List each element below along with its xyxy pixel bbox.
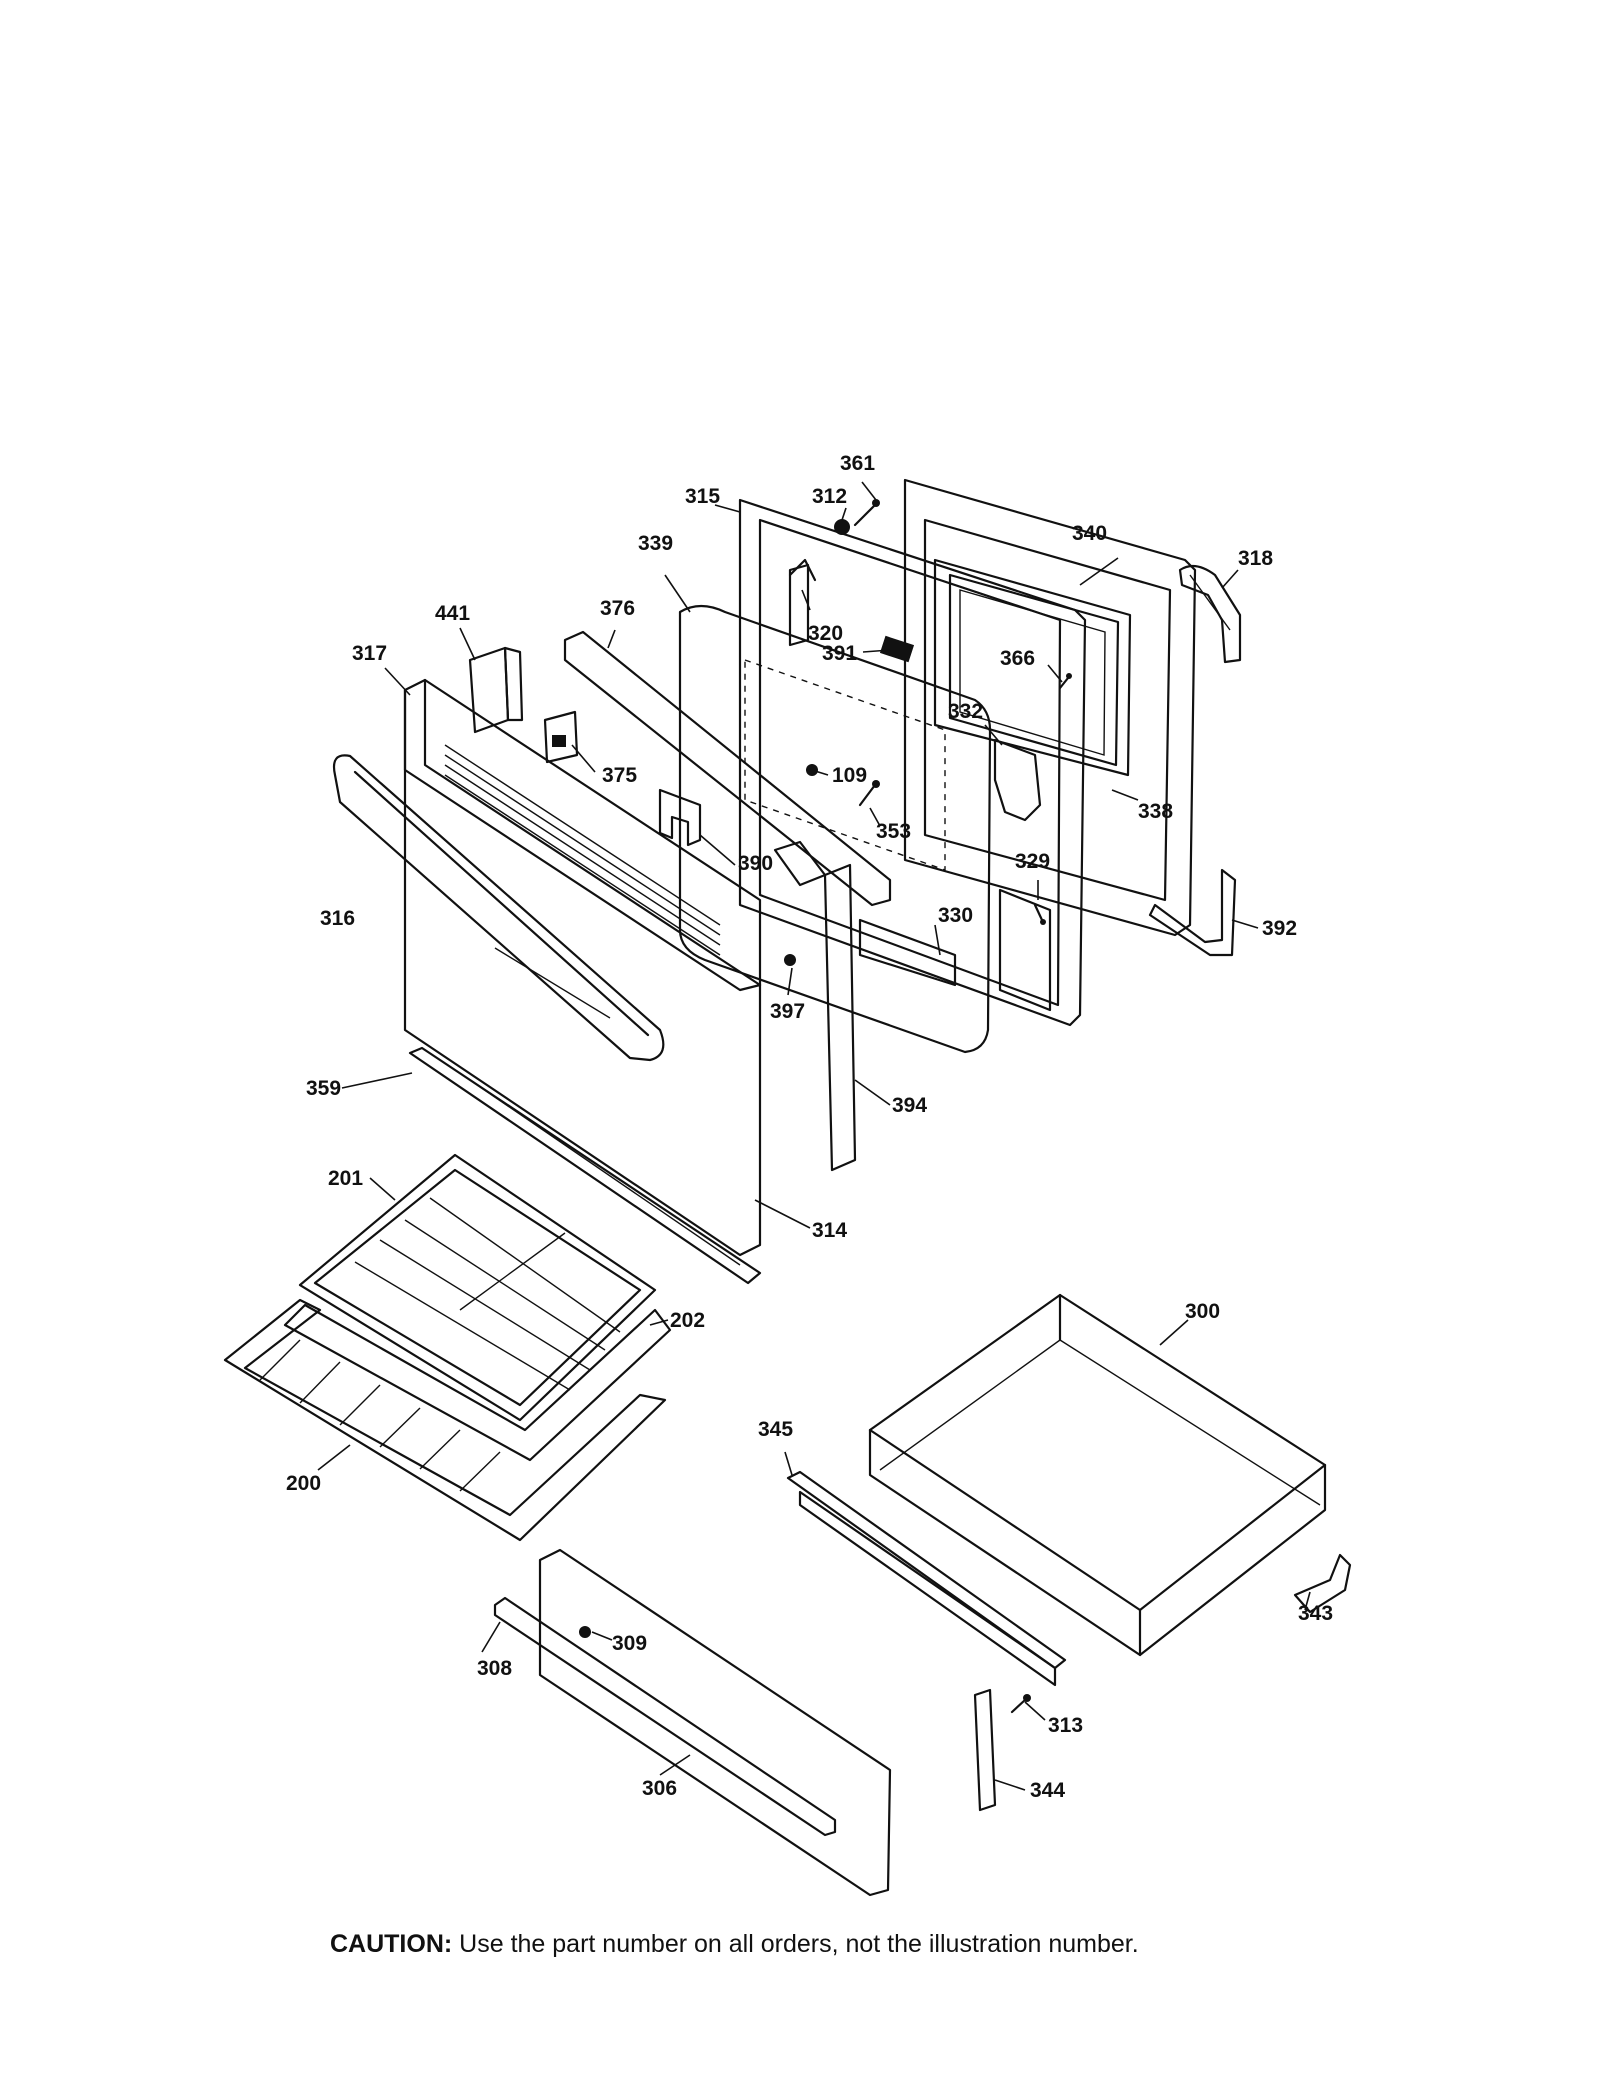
callout-391: 391 [822,642,857,665]
door-handle-316 [332,754,665,1062]
drawer-panel-306 [538,1548,892,1897]
drawer-rail-345 [786,1470,1067,1687]
callout-397: 397 [770,1000,805,1023]
callout-441: 441 [435,602,470,625]
callout-344: 344 [1030,1779,1065,1802]
callout-109: 109 [832,764,867,787]
callout-359: 359 [306,1077,341,1100]
callout-312: 312 [812,485,847,508]
gasket-318 [1178,564,1242,664]
callout-340: 340 [1072,522,1107,545]
callout-306: 306 [642,1777,677,1800]
latch-332 [993,738,1042,822]
callout-375: 375 [602,764,637,787]
hinge-bracket-441 [468,646,524,734]
callout-313: 313 [1048,1714,1083,1737]
callout-314: 314 [812,1219,847,1242]
callout-366: 366 [1000,647,1035,670]
caution-label: CAUTION: [330,1930,453,1958]
callout-201: 201 [328,1167,363,1190]
callout-338: 338 [1138,800,1173,823]
callout-330: 330 [938,904,973,927]
broiler-pan-202 [283,1303,672,1462]
callout-308: 308 [477,1657,512,1680]
drawer-trim-308 [493,1596,837,1837]
callout-320: 320 [808,622,843,645]
screw-309 [579,1626,591,1638]
callout-300: 300 [1185,1300,1220,1323]
screw-397 [784,954,796,966]
callout-376: 376 [600,597,635,620]
clip-390 [658,788,702,847]
callout-332: 332 [948,700,983,723]
bottom-trim-359 [408,1046,762,1285]
callout-315: 315 [685,485,720,508]
bracket-375 [543,710,579,764]
baffle-330 [858,918,957,987]
nut-312 [834,519,850,535]
gasket-392 [1148,868,1237,957]
clip-343 [1293,1553,1352,1614]
callout-390: 390 [738,852,773,875]
callout-200: 200 [286,1472,321,1495]
callout-329: 329 [1015,850,1050,873]
broiler-grid-201 [298,1153,657,1422]
insulation-339 [678,604,992,1054]
callout-361: 361 [840,452,875,475]
callout-317: 317 [352,642,387,665]
callout-labels: 361 315 312 340 339 318 441 376 320 317 … [286,452,1333,1802]
door-liner-315 [738,498,1087,1027]
oven-rack-200 [223,1298,667,1542]
fastener-109 [806,764,818,776]
door-trim-376 [563,630,892,907]
screw-361 [853,499,880,527]
vent-slots [444,744,721,956]
callout-316: 316 [320,907,355,930]
screw-353 [858,780,880,807]
callout-345: 345 [758,1418,793,1441]
screw-313 [1010,1694,1031,1714]
fastener-320 [788,558,817,582]
rail-stop-344 [973,1688,997,1812]
outer-door-317 [403,678,762,1257]
callout-392: 392 [1262,917,1297,940]
caution-note: CAUTION: Use the part number on all orde… [330,1930,1330,1959]
callout-202: 202 [670,1309,705,1332]
callout-343: 343 [1298,1602,1333,1625]
callout-339: 339 [638,532,673,555]
callout-309: 309 [612,1632,647,1655]
caution-text: Use the part number on all orders, not t… [459,1930,1139,1958]
callout-318: 318 [1238,547,1273,570]
callout-394: 394 [892,1094,927,1117]
door-trim-394 [773,840,857,1172]
callout-353: 353 [876,820,911,843]
leader-lines [317,481,1311,1791]
screw-366 [1058,673,1072,690]
drawer-300 [868,1293,1327,1657]
screw-329 [1033,903,1046,925]
